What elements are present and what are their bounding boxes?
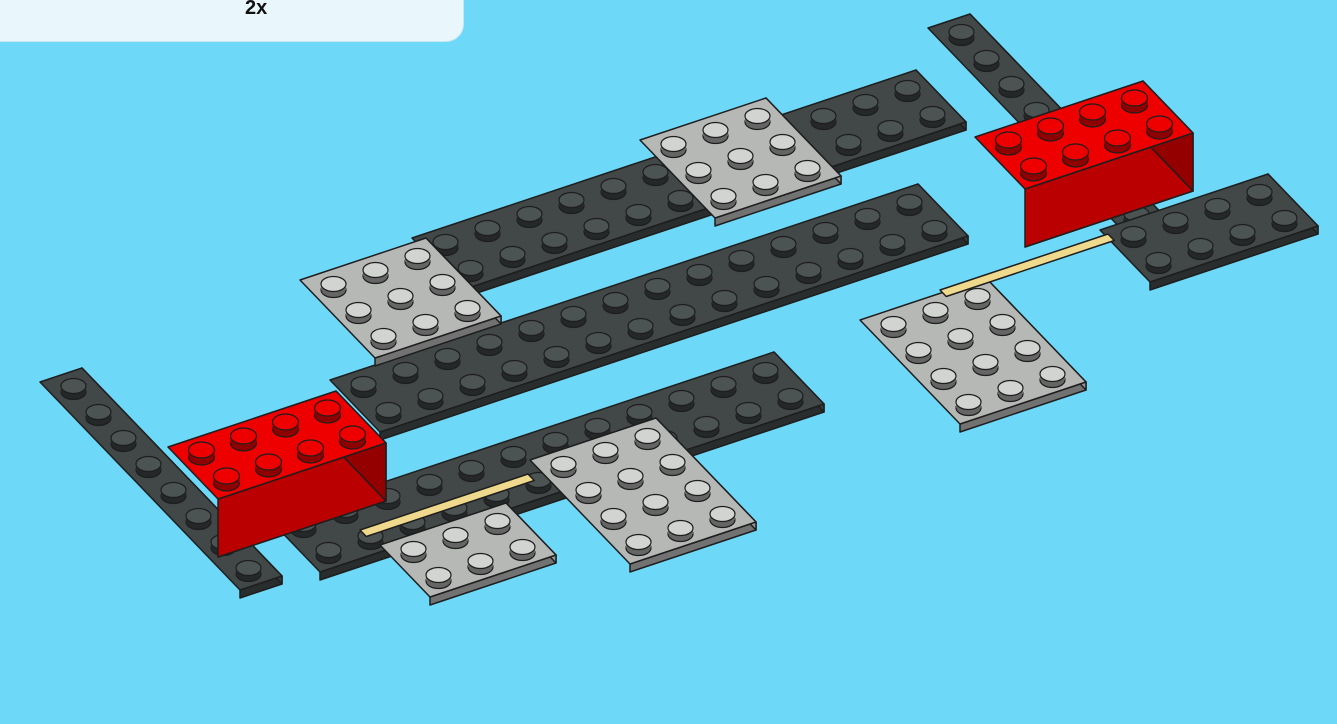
- plate-light-right: [860, 278, 1086, 432]
